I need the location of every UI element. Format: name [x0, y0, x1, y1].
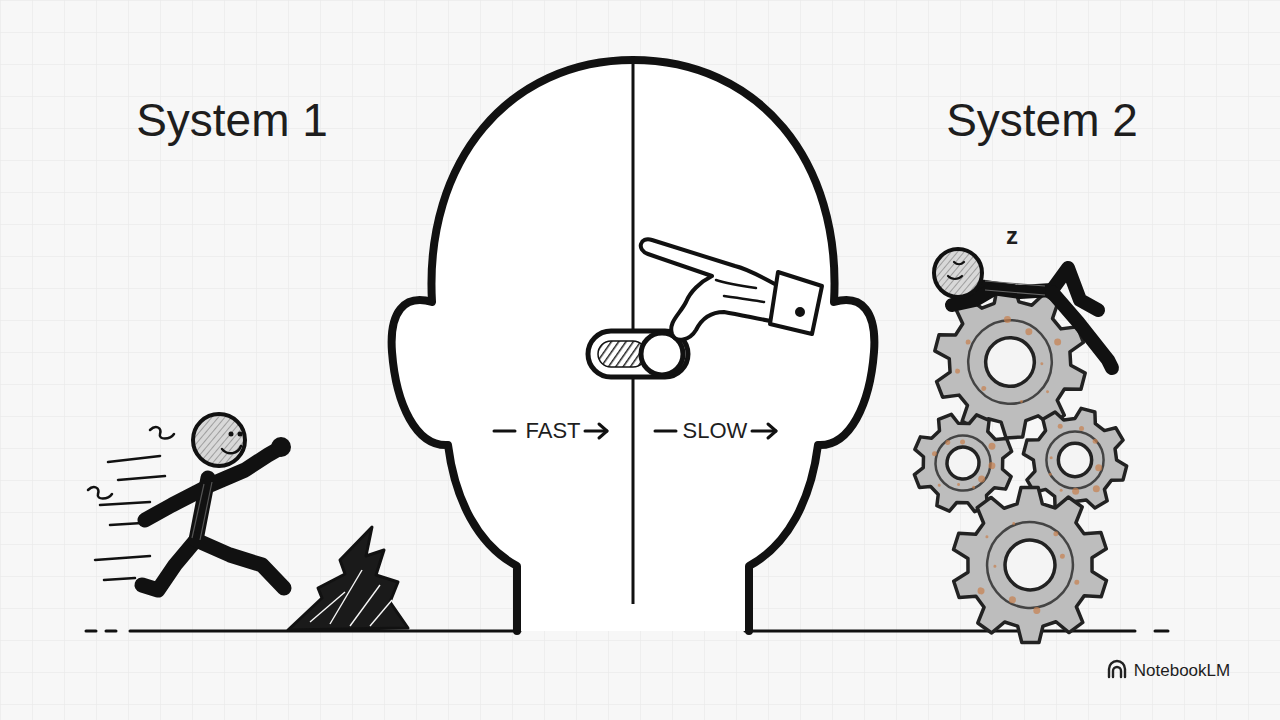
- rust-spot: [972, 486, 975, 489]
- rust-spot: [1046, 390, 1049, 393]
- sleeping-figure: [934, 249, 1112, 368]
- rust-spot: [966, 339, 971, 344]
- rust-spot: [1033, 607, 1041, 615]
- running-figure: [88, 414, 291, 590]
- rust-spot: [1093, 439, 1098, 444]
- speed-label: FAST: [525, 418, 580, 444]
- system-title: System 1: [136, 93, 328, 147]
- rust-spot: [945, 440, 951, 446]
- speed-label: SLOW: [683, 418, 748, 444]
- gear-hub: [1003, 538, 1058, 593]
- pointing-hand: [641, 239, 822, 340]
- rust-spot: [1040, 362, 1043, 365]
- notebooklm-logo: [1109, 661, 1125, 677]
- rust-spot: [938, 483, 941, 486]
- rust-spot: [1079, 426, 1084, 431]
- rust-spot: [955, 368, 960, 373]
- rust-spot: [988, 462, 996, 470]
- rust-spot: [1093, 485, 1100, 492]
- rust-spot: [1025, 328, 1032, 335]
- rust-spot: [1053, 531, 1058, 536]
- rust-spot: [1072, 488, 1079, 495]
- gear-rim: [932, 432, 995, 495]
- gear-rim: [966, 318, 1054, 406]
- sleep-letter: z: [1006, 222, 1018, 250]
- rust-spot: [932, 451, 938, 457]
- rust-spot: [978, 475, 986, 483]
- rust-spot: [1004, 316, 1011, 323]
- rust-spot: [1095, 464, 1102, 471]
- head-outline: [392, 60, 875, 631]
- gear-rim: [1046, 431, 1103, 488]
- gear-hub: [945, 445, 982, 482]
- rust-spot: [1049, 473, 1052, 476]
- rust-spot: [1054, 338, 1061, 345]
- rust-spot: [1012, 522, 1015, 525]
- gear-stack: [906, 282, 1126, 651]
- gear: [906, 406, 1020, 520]
- rust-spot: [1009, 596, 1017, 604]
- rust-spot: [1020, 400, 1023, 403]
- rust-spot: [1074, 580, 1079, 585]
- rust-spot: [1060, 489, 1063, 492]
- watermark: NotebookLM: [1134, 661, 1230, 681]
- rust-spot: [1050, 456, 1053, 459]
- rust-spot: [981, 386, 986, 391]
- rust-spot: [993, 565, 996, 568]
- gear-body: [945, 479, 1116, 650]
- rust-spot: [1058, 424, 1063, 429]
- rust-spot: [957, 483, 960, 486]
- gear-hub: [984, 336, 1035, 387]
- ground-crack: [288, 527, 408, 630]
- gear-rim: [983, 518, 1077, 612]
- gear-body: [906, 406, 1020, 520]
- rust-spot: [985, 535, 988, 538]
- rust-spot: [988, 442, 996, 450]
- rust-spot: [977, 587, 985, 595]
- gear-hub: [1058, 443, 1091, 476]
- gear: [945, 479, 1116, 650]
- system-title: System 2: [946, 93, 1138, 147]
- rust-spot: [960, 439, 966, 445]
- rust-spot: [1060, 554, 1065, 559]
